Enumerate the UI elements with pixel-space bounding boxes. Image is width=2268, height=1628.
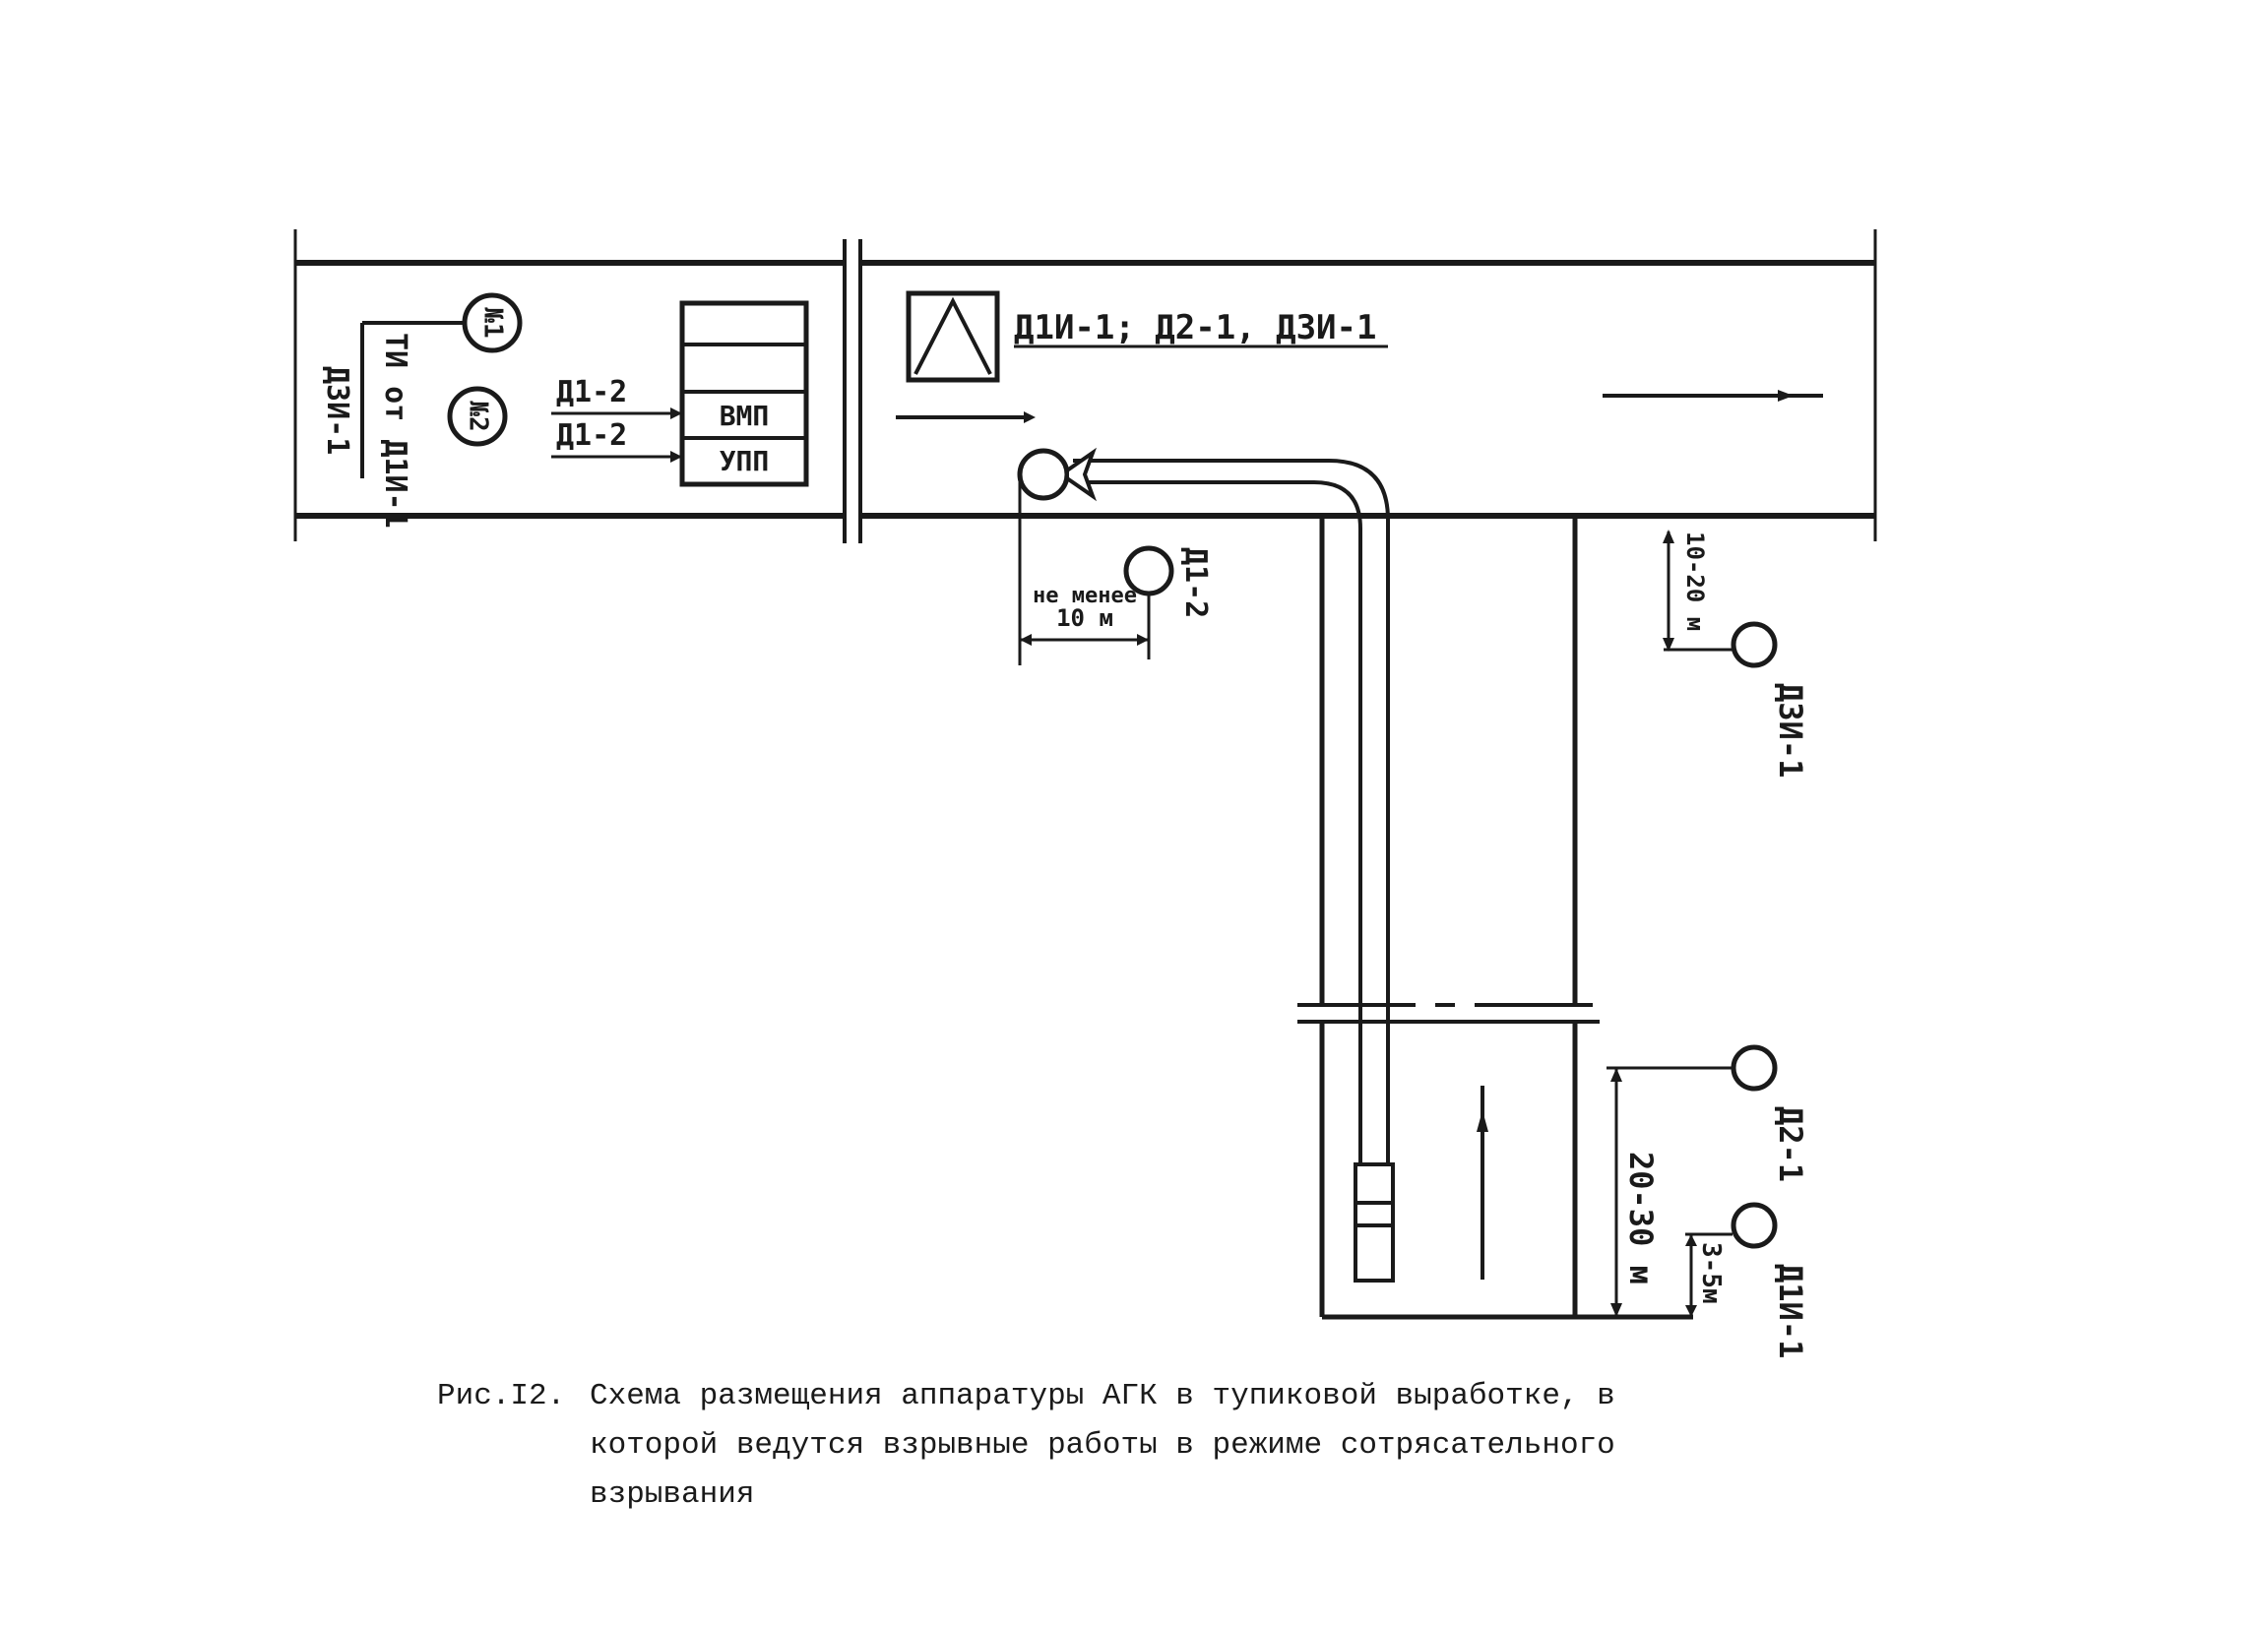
- sensor-d1-2-fan-label: Д1-2: [1178, 547, 1213, 618]
- sensor-d1-2-lower-label: Д1-2: [556, 418, 627, 453]
- side-label-d3i: Д3И-1: [320, 366, 354, 455]
- fan-icon: [1017, 447, 1098, 502]
- dim-not-less-line1: не менее: [1033, 584, 1137, 608]
- sensor-d2-1-label: Д2-1: [1772, 1106, 1809, 1182]
- sensor-d1-2-upper-label: Д1-2: [556, 375, 627, 409]
- left-annotation: ТИ от Д1И-1 Д3И-1: [320, 321, 465, 529]
- equipment-box-stack: ВМП УПП Д1-2 Д1-2: [551, 300, 809, 487]
- main-drift-left-section: [293, 229, 845, 541]
- circle-n1-label: №1: [478, 307, 508, 338]
- caption-text: Схема размещения аппаратуры АГК в тупико…: [590, 1379, 1615, 1512]
- side-label-ti: ТИ от Д1И-1: [378, 333, 412, 529]
- circle-n2-label: №2: [464, 401, 493, 431]
- box-vmp-label: ВМП: [720, 400, 770, 432]
- ventilation-duct: [1073, 459, 1395, 1283]
- main-drift-right-section: [860, 229, 1877, 541]
- dim-3-5-label: 3-5м: [1696, 1242, 1726, 1304]
- top-sensors-label: Д1И-1; Д2-1, Д3И-1: [1014, 308, 1376, 347]
- box-upp-label: УПП: [720, 445, 770, 477]
- dim-not-less-line2: 10 м: [1056, 604, 1113, 632]
- sensor-d1i-1-label: Д1И-1: [1772, 1264, 1809, 1358]
- drift-partition: [843, 239, 862, 543]
- dead-end-working: [1297, 516, 1693, 1320]
- station-circles: №1 №2: [447, 292, 523, 447]
- combined-sensor-box: Д1И-1; Д2-1, Д3И-1: [906, 290, 1388, 383]
- dim-10-20-label: 10-20 м: [1681, 532, 1709, 631]
- sensor-d3i-1-group: Д3И-1 10-20 м: [1663, 530, 1809, 778]
- sensor-d2-1-group: Д2-1 20-30 м: [1606, 1044, 1809, 1317]
- airflow-arrows: [896, 390, 1823, 1280]
- sensor-d1-2-near-fan: Д1-2 не менее 10 м: [1018, 482, 1213, 665]
- caption-label: Рис.I2.: [437, 1379, 566, 1413]
- dim-20-30-label: 20-30 м: [1622, 1152, 1660, 1284]
- sensor-d3i-1-label: Д3И-1: [1772, 683, 1809, 778]
- sensor-d1i-1-group: Д1И-1 3-5м: [1685, 1202, 1809, 1358]
